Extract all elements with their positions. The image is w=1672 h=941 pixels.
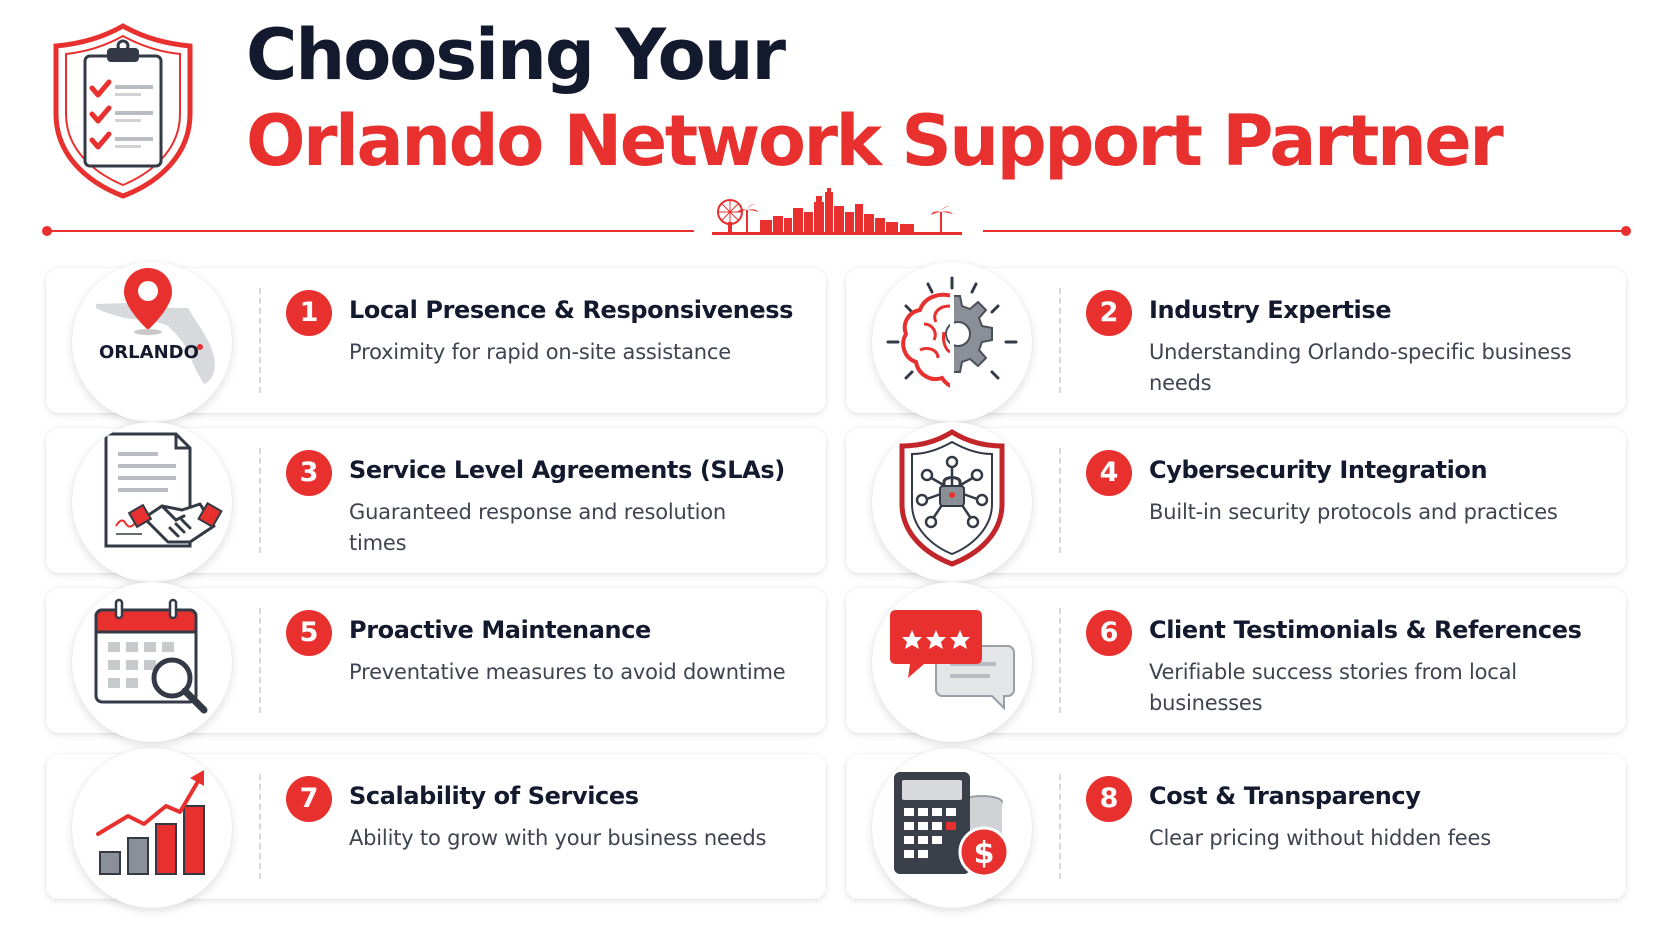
growth-bar-chart-icon	[96, 770, 205, 875]
icon-badge	[72, 582, 232, 742]
card-description: Ability to grow with your business needs	[349, 826, 767, 850]
number-badge: 3	[286, 450, 332, 496]
card-title: Scalability of Services	[349, 782, 639, 810]
card-divider	[1059, 608, 1061, 713]
criteria-card-proactive-maintenance: 5 Proactive Maintenance Preventative mea…	[46, 582, 826, 742]
clipboard-shield-icon	[53, 23, 193, 199]
card-title: Industry Expertise	[1149, 296, 1392, 324]
icon-badge	[872, 582, 1032, 742]
criteria-card-cybersecurity: 4 Cybersecurity Integration Built-in sec…	[846, 422, 1626, 582]
criteria-card-local-presence: ORLANDO 1 Local Presence & Responsivenes…	[46, 262, 826, 422]
number-badge: 1	[286, 290, 332, 336]
review-chat-bubbles-icon	[890, 610, 1015, 711]
card-description: Preventative measures to avoid downtime	[349, 660, 786, 684]
number-badge: 5	[286, 610, 332, 656]
criteria-card-industry-expertise: 2 Industry Expertise Understanding Orlan…	[846, 262, 1626, 422]
icon-badge	[872, 422, 1032, 582]
card-divider	[259, 448, 261, 553]
card-title: Cybersecurity Integration	[1149, 456, 1488, 484]
orlando-location-pin-icon: ORLANDO	[96, 268, 215, 384]
calendar-magnifier-icon	[94, 598, 208, 714]
number-badge: 7	[286, 776, 332, 822]
card-title: Client Testimonials & References	[1149, 616, 1582, 644]
card-divider	[1059, 288, 1061, 393]
header-divider-left	[46, 230, 694, 232]
icon-badge	[72, 748, 232, 908]
card-description: Understanding Orlando-specific business …	[1149, 340, 1572, 395]
card-title: Proactive Maintenance	[349, 616, 651, 644]
divider-dot-right	[1621, 226, 1631, 236]
card-title: Service Level Agreements (SLAs)	[349, 456, 785, 484]
orlando-skyline-icon	[712, 188, 962, 235]
number-badge: 6	[1086, 610, 1132, 656]
card-divider	[259, 608, 261, 713]
number-badge: 2	[1086, 290, 1132, 336]
contract-handshake-icon	[104, 432, 223, 548]
icon-badge: $	[872, 748, 1032, 908]
calculator-dollar-icon: $	[894, 772, 1010, 878]
page-subtitle: Orlando Network Support Partner	[246, 100, 1504, 182]
card-description: Guaranteed response and resolution times	[349, 500, 727, 555]
card-title: Cost & Transparency	[1149, 782, 1421, 810]
icon-badge: ORLANDO	[72, 262, 232, 422]
criteria-card-sla: 3 Service Level Agreements (SLAs) Guaran…	[46, 422, 826, 582]
card-description: Clear pricing without hidden fees	[1149, 826, 1491, 850]
icon-badge	[72, 422, 232, 582]
criteria-card-cost-transparency: $ 8 Cost & Transparency Clear pricing wi…	[846, 748, 1626, 908]
header-divider-right	[983, 230, 1625, 232]
card-divider	[1059, 774, 1061, 879]
number-badge: 8	[1086, 776, 1132, 822]
security-shield-network-icon	[899, 429, 1005, 567]
number-badge: 4	[1086, 450, 1132, 496]
page-title: Choosing Your	[246, 14, 786, 96]
criteria-card-scalability: 7 Scalability of Services Ability to gro…	[46, 748, 826, 908]
criteria-card-testimonials: 6 Client Testimonials & References Verif…	[846, 582, 1626, 742]
card-divider	[259, 288, 261, 393]
card-divider	[259, 774, 261, 879]
card-description: Built-in security protocols and practice…	[1149, 500, 1558, 524]
brain-gear-icon	[886, 276, 1018, 389]
icon-badge	[872, 262, 1032, 422]
card-description: Verifiable success stories from local bu…	[1149, 660, 1517, 715]
orlando-map-label: ORLANDO	[99, 342, 199, 363]
card-title: Local Presence & Responsiveness	[349, 296, 794, 324]
card-description: Proximity for rapid on-site assistance	[349, 340, 731, 364]
card-divider	[1059, 448, 1061, 553]
dollar-sign-label: $	[974, 836, 995, 871]
